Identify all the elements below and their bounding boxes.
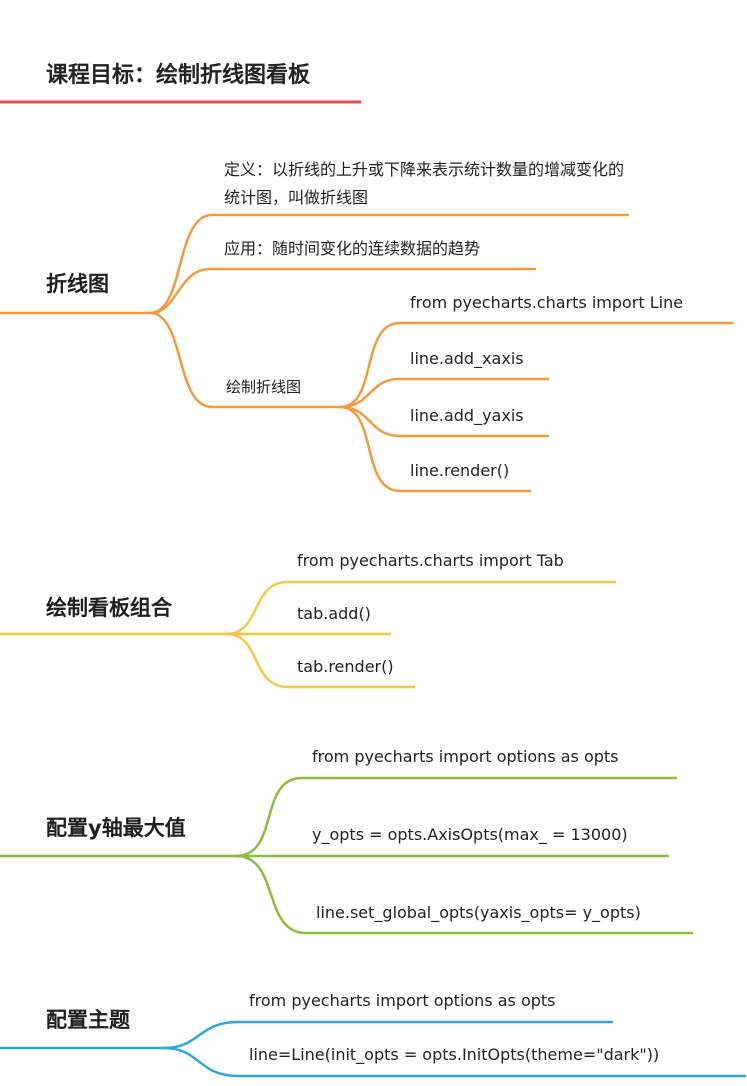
branch-yaxis-lines xyxy=(0,776,694,935)
node-set-global-opts: line.set_global_opts(yaxis_opts= y_opts) xyxy=(316,903,641,922)
node-tab-add: tab.add() xyxy=(297,604,371,623)
branch-tab-lines xyxy=(0,580,617,689)
node-init-opts-theme: line=Line(init_opts = opts.InitOpts(them… xyxy=(249,1045,660,1064)
node-line-render: line.render() xyxy=(410,461,510,480)
topic-theme: 配置主题 xyxy=(46,1008,130,1032)
node-draw-linechart: 绘制折线图 xyxy=(226,378,302,396)
node-import-opts-2: from pyecharts import options as opts xyxy=(249,991,556,1010)
node-import-opts-1: from pyecharts import options as opts xyxy=(312,747,619,766)
topic-tab: 绘制看板组合 xyxy=(46,596,172,620)
node-import-line: from pyecharts.charts import Line xyxy=(410,293,684,312)
node-add-xaxis: line.add_xaxis xyxy=(410,349,524,368)
topic-yaxis: 配置y轴最大值 xyxy=(46,816,186,840)
node-import-tab: from pyecharts.charts import Tab xyxy=(297,551,564,570)
node-tab-render: tab.render() xyxy=(297,657,394,676)
node-add-yaxis: line.add_yaxis xyxy=(410,406,524,425)
branch-theme-lines xyxy=(0,1020,747,1078)
branch-linechart-lines xyxy=(0,213,734,493)
page-title: 课程目标：绘制折线图看板 xyxy=(46,63,311,88)
node-y-opts: y_opts = opts.AxisOpts(max_ = 13000) xyxy=(312,825,628,844)
topic-linechart: 折线图 xyxy=(46,272,109,296)
node-application: 应用：随时间变化的连续数据的趋势 xyxy=(224,239,481,258)
node-definition: 定义：以折线的上升或下降来表示统计数量的增减变化的统计图，叫做折线图 xyxy=(224,160,625,207)
